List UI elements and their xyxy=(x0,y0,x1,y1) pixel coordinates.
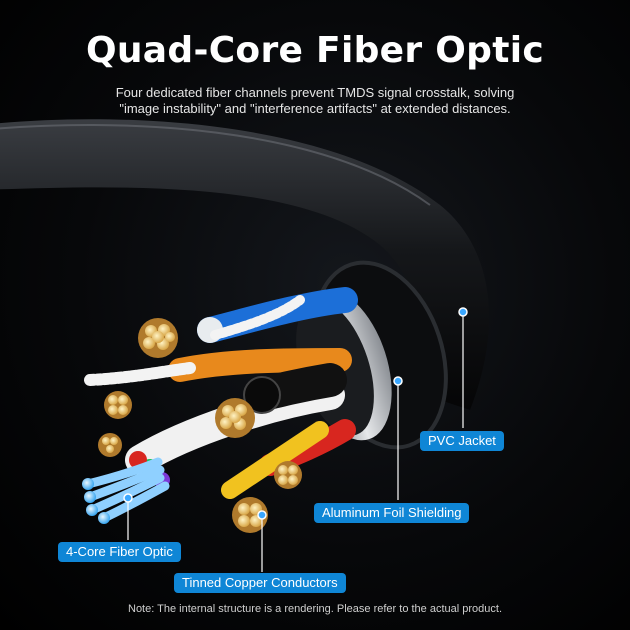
label-fiber-optic: 4-Core Fiber Optic xyxy=(58,542,181,562)
callout-dots xyxy=(123,307,468,520)
copper-bundle-mid xyxy=(215,398,255,438)
disclaimer-note: Note: The internal structure is a render… xyxy=(128,603,502,615)
subtitle: Four dedicated fiber channels prevent TM… xyxy=(50,85,580,117)
label-aluminum-foil: Aluminum Foil Shielding xyxy=(314,503,470,523)
page-title: Quad-Core Fiber Optic xyxy=(85,30,545,71)
label-tinned-copper: Tinned Copper Conductors xyxy=(174,573,346,593)
subtitle-line-2: "image instability" and "interference ar… xyxy=(119,101,511,116)
copper-bundle-left xyxy=(104,391,132,419)
callout-lines xyxy=(127,312,464,572)
copper-bundle-low xyxy=(98,433,122,457)
subtitle-line-1: Four dedicated fiber channels prevent TM… xyxy=(115,85,515,100)
copper-bundle-top xyxy=(138,318,178,358)
copper-bundle-red xyxy=(274,461,302,489)
pvc-jacket-shape xyxy=(0,119,490,410)
label-pvc-jacket: PVC Jacket xyxy=(420,431,504,451)
fiber-optic-cores xyxy=(82,457,170,524)
